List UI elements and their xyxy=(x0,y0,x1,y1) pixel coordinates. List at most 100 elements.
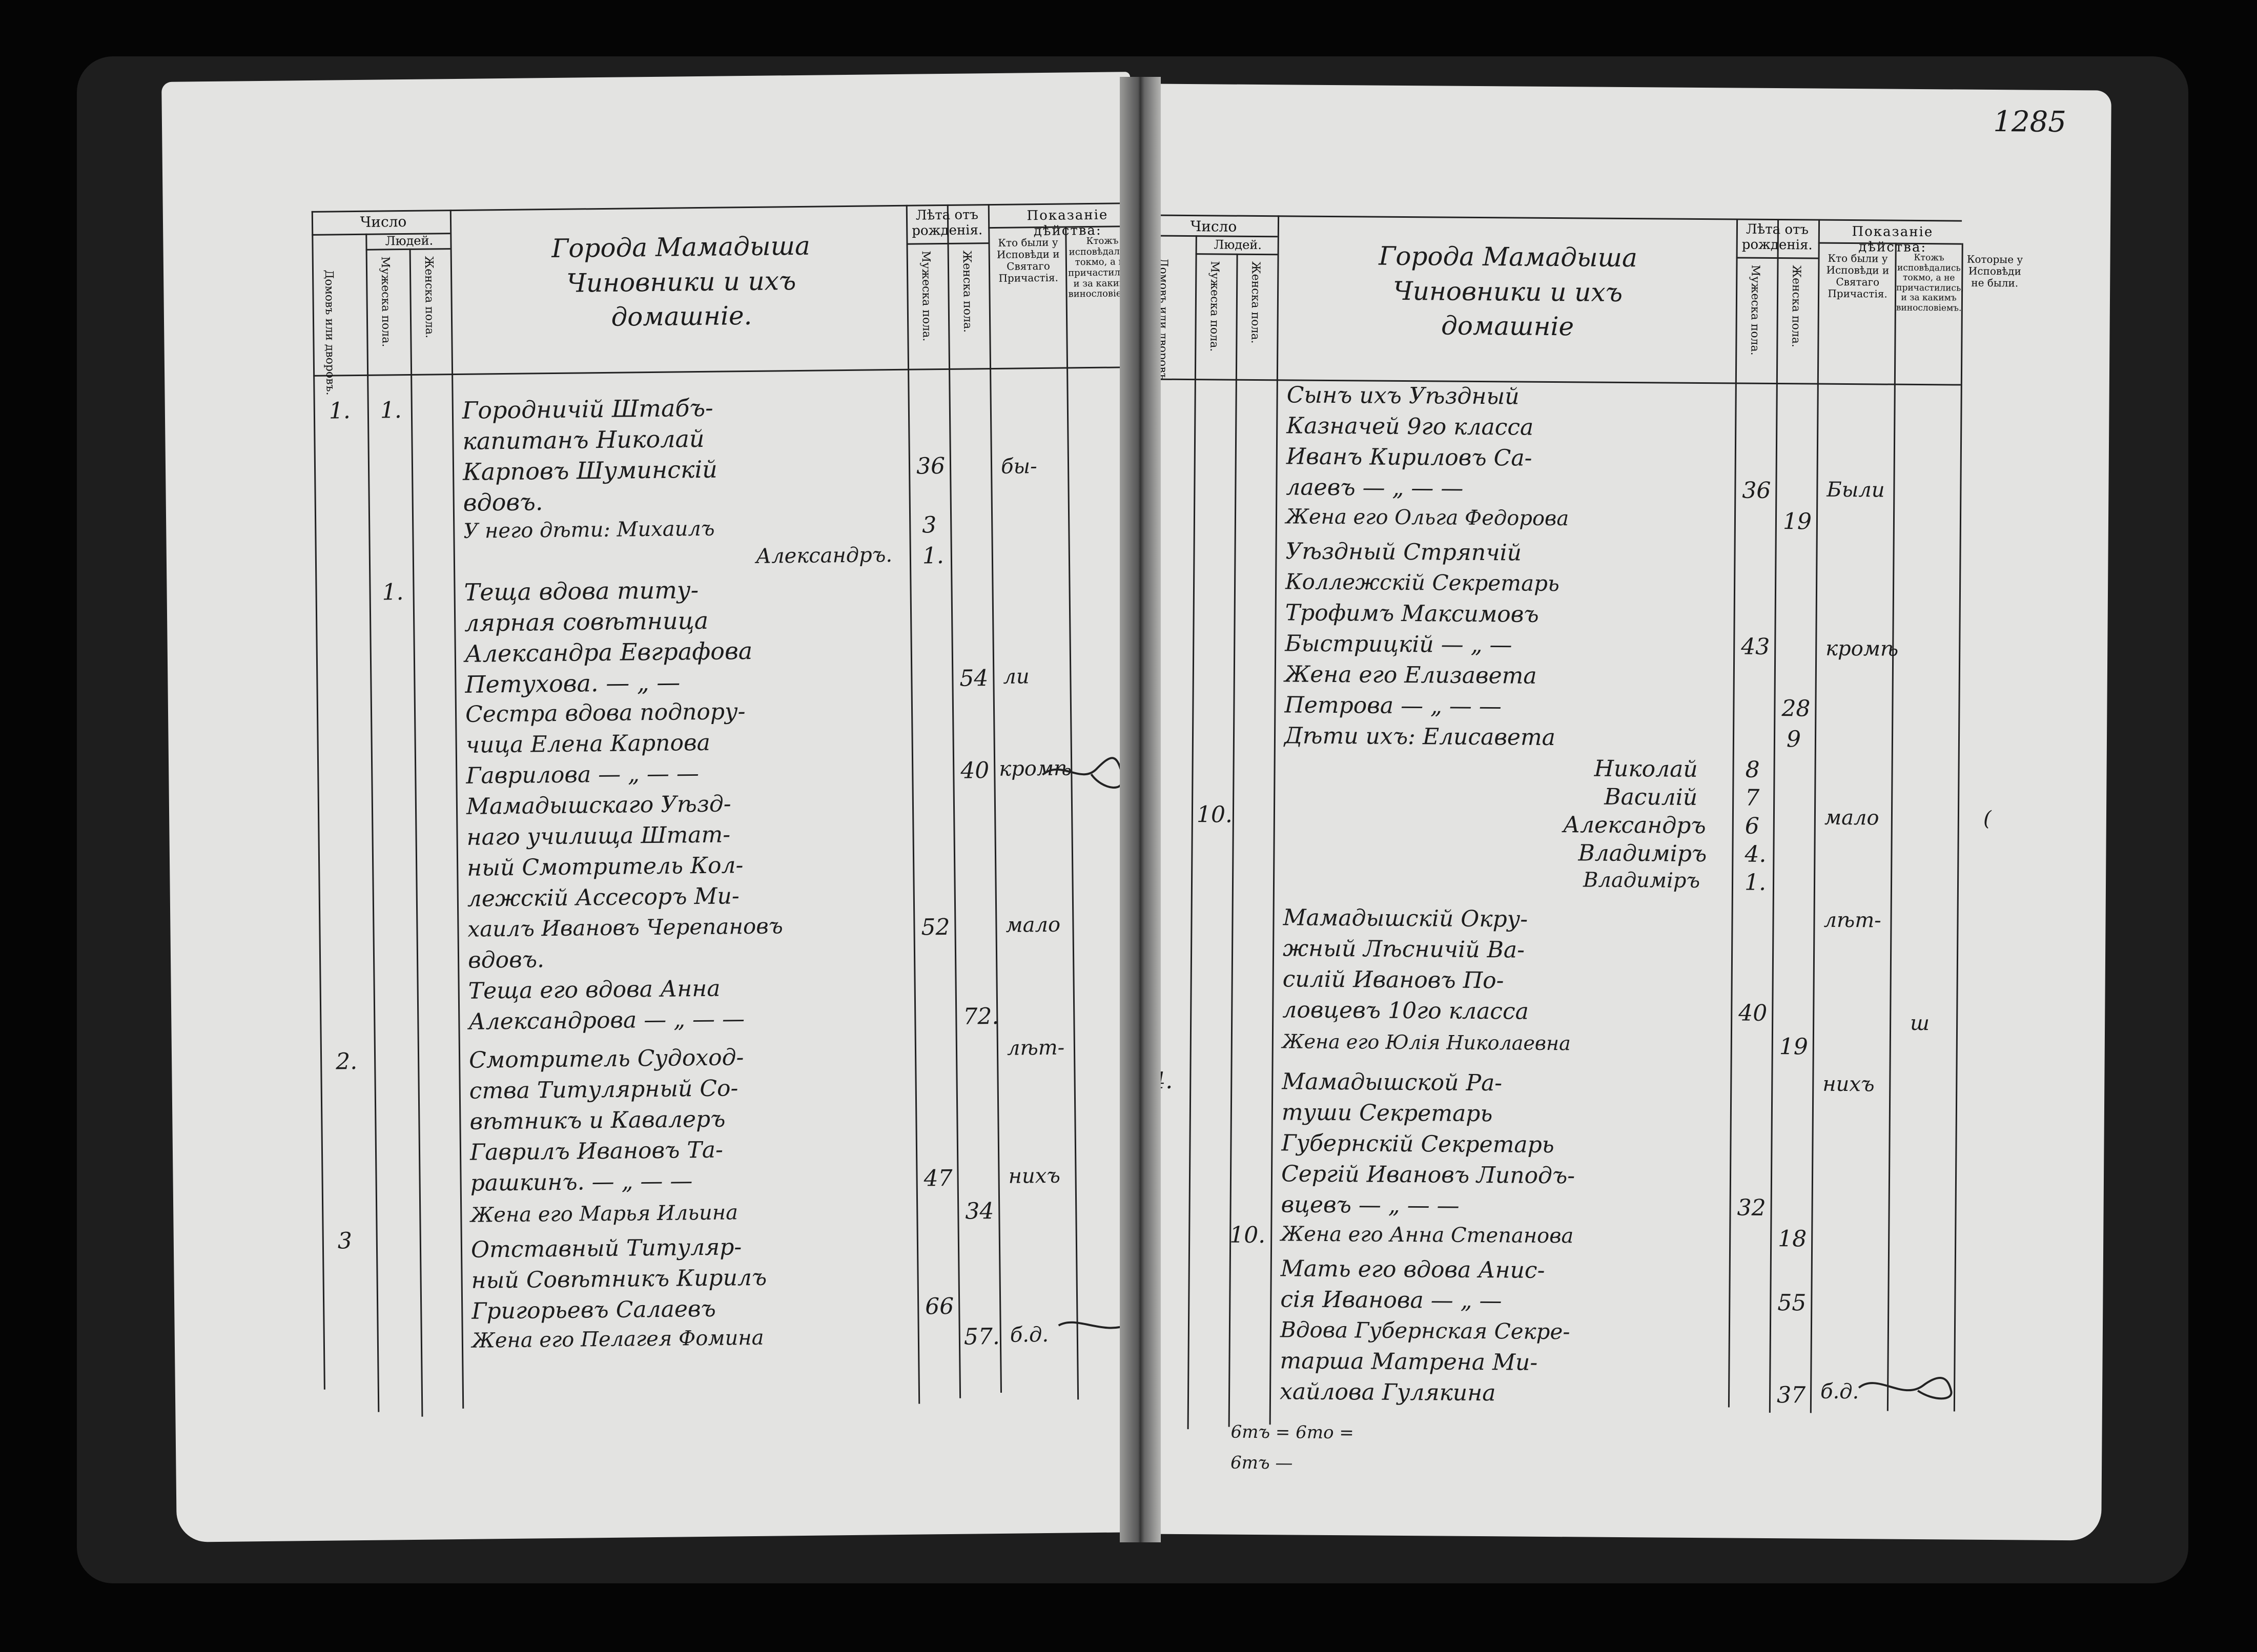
confession-mark: б.д. xyxy=(1820,1379,1859,1404)
record-line: Жена его Ольга Федорова xyxy=(1285,505,1569,531)
record-line: Жена его Анна Степанова xyxy=(1281,1222,1574,1248)
record-line: Коллежскій Секретарь xyxy=(1285,569,1560,596)
header-lyudey: Людей. xyxy=(1214,237,1262,253)
header-leta: Лѣта отъ рожденія. xyxy=(1741,221,1813,253)
header-kotorye: Которые у Исповѣди не были. xyxy=(1966,253,2023,290)
header-chislo: Число xyxy=(360,213,407,231)
record-line: ный Совѣтникъ Кирилъ xyxy=(471,1264,767,1294)
confession-mark: бы- xyxy=(1000,455,1037,479)
female-age: 9 xyxy=(1786,726,1801,753)
header-bottom-rule xyxy=(313,366,1144,377)
record-line: Смотритель Судоход- xyxy=(468,1044,744,1073)
male-age: 47 xyxy=(924,1165,953,1192)
male-age: 40 xyxy=(1738,1000,1768,1026)
col-rule xyxy=(1065,226,1079,1400)
house-number: 3 xyxy=(337,1228,353,1254)
record-line: туши Секретарь xyxy=(1281,1099,1493,1127)
record-line: Александра Евграфова xyxy=(464,636,753,668)
record-line: тарша Матрена Ми- xyxy=(1280,1348,1538,1376)
header-leta: Лѣта отъ рожденія. xyxy=(912,207,983,239)
record-line: ства Титулярный Со- xyxy=(469,1075,738,1104)
record-line: Вдова Губернская Секре- xyxy=(1280,1317,1570,1345)
confession-mark: лѣт- xyxy=(1823,908,1881,933)
header-mid-rule xyxy=(1146,235,1278,238)
record-line: Уѣздный Стряпчій xyxy=(1285,538,1522,566)
right-title: Города Мамадыша Чиновники и ихъ домашніе xyxy=(1289,238,1726,345)
men-count: 1. xyxy=(382,579,404,606)
house-number: 1. xyxy=(329,398,351,424)
header-leta-zhen: Женска пола. xyxy=(960,250,974,333)
record-line: Теща вдова титу- xyxy=(464,576,699,606)
record-line: силій Ивановъ По- xyxy=(1282,966,1504,994)
men-count: 10. xyxy=(1229,1222,1266,1249)
record-line: У него дѣти: Михаилъ xyxy=(463,517,715,543)
record-line: Сестра вдова подпору- xyxy=(465,698,746,728)
female-age: 37 xyxy=(1776,1382,1806,1409)
flourish-icon xyxy=(1058,1321,1128,1329)
totals-line: 6тъ = 6то = xyxy=(1230,1421,1354,1443)
col-rule xyxy=(906,204,920,1404)
header-mid-rule xyxy=(1195,253,1278,256)
header-kto-byli: Кто были у Исповѣди и Святаго Причастія. xyxy=(1826,252,1890,300)
flourish-icon xyxy=(1042,757,1124,789)
female-age: 34 xyxy=(965,1198,994,1225)
record-line: Сынъ ихъ Уѣздный xyxy=(1286,382,1520,410)
female-age: 18 xyxy=(1778,1226,1807,1252)
record-line: Жена его Юлія Николаевна xyxy=(1282,1030,1571,1055)
col-rule xyxy=(1769,219,1779,1413)
record-line: Мамадышскаго Уѣзд- xyxy=(466,791,731,820)
record-line: Жена его Пелагея Фомина xyxy=(471,1326,764,1353)
male-age: 52 xyxy=(921,914,950,941)
col-rule xyxy=(1187,235,1197,1430)
margin-mark: ( xyxy=(1983,807,1992,831)
record-line: вдовъ. xyxy=(463,488,543,517)
col-rule xyxy=(1269,215,1280,1425)
page-number: 1285 xyxy=(1993,105,2067,139)
left-title-line: Чиновники и ихъ xyxy=(566,265,796,298)
confession-mark: лѣт- xyxy=(1007,1036,1065,1060)
record-line: вѣтникъ и Кавалеръ xyxy=(469,1106,726,1135)
record-line: Городничій Штабъ- xyxy=(462,394,713,424)
female-age: 19 xyxy=(1779,1034,1808,1060)
header-kto-byli: Кто были у Исповѣди и Святаго Причастія. xyxy=(996,236,1060,284)
record-line: Мамадышской Ра- xyxy=(1282,1068,1503,1097)
confession-mark: мало xyxy=(1006,913,1061,937)
record-line: Александръ xyxy=(1563,812,1706,839)
record-line: Иванъ Кириловъ Са- xyxy=(1286,443,1532,471)
record-line: Дѣти ихъ: Елисавета xyxy=(1284,722,1556,751)
col-rule xyxy=(1228,253,1238,1427)
header-bottom-rule xyxy=(1145,378,1961,386)
female-age: 40 xyxy=(960,757,990,784)
record-line: Владиміръ xyxy=(1583,868,1700,893)
header-muzh: Мужеска пола. xyxy=(378,256,393,347)
col-rule xyxy=(449,210,464,1409)
col-rule xyxy=(1953,243,1963,1412)
right-title-line: домашніе xyxy=(1441,311,1574,342)
record-line: Казначей 9го класса xyxy=(1286,412,1534,441)
male-age: 66 xyxy=(925,1293,954,1320)
header-leta-zhen: Женска пола. xyxy=(1789,265,1803,347)
record-line: Александръ. xyxy=(755,543,893,568)
record-line: Гаврилова — „ — — xyxy=(466,760,700,789)
header-lyudey: Людей. xyxy=(385,233,434,249)
col-rule xyxy=(947,204,961,1398)
record-line: Александрова — „ — — xyxy=(468,1006,745,1035)
male-age: 4. xyxy=(1745,841,1767,868)
house-number: 2. xyxy=(335,1048,358,1075)
record-line: вцевъ — „ — — xyxy=(1281,1191,1460,1219)
right-page: 1285 Число Людей. Домовъ или дворовъ. Му… xyxy=(1138,84,2111,1541)
record-line: Петухова. — „ — xyxy=(465,668,681,698)
confession-mark: кромѣ xyxy=(1825,636,1899,661)
record-line: капитанъ Николай xyxy=(462,424,705,455)
male-age: 3 xyxy=(922,512,937,539)
men-count: 10. xyxy=(1196,801,1233,828)
record-line: рашкинъ. — „ — — xyxy=(470,1168,693,1196)
record-line: наго училища Штат- xyxy=(466,821,731,851)
male-age: 32 xyxy=(1737,1194,1766,1221)
male-age: 43 xyxy=(1741,633,1770,660)
male-age: 7 xyxy=(1745,784,1760,811)
col-rule xyxy=(1810,219,1820,1413)
flourish-icon xyxy=(1858,1377,1953,1400)
header-leta-muzh: Мужеска пола. xyxy=(1748,264,1762,356)
male-age: 36 xyxy=(1742,477,1771,504)
